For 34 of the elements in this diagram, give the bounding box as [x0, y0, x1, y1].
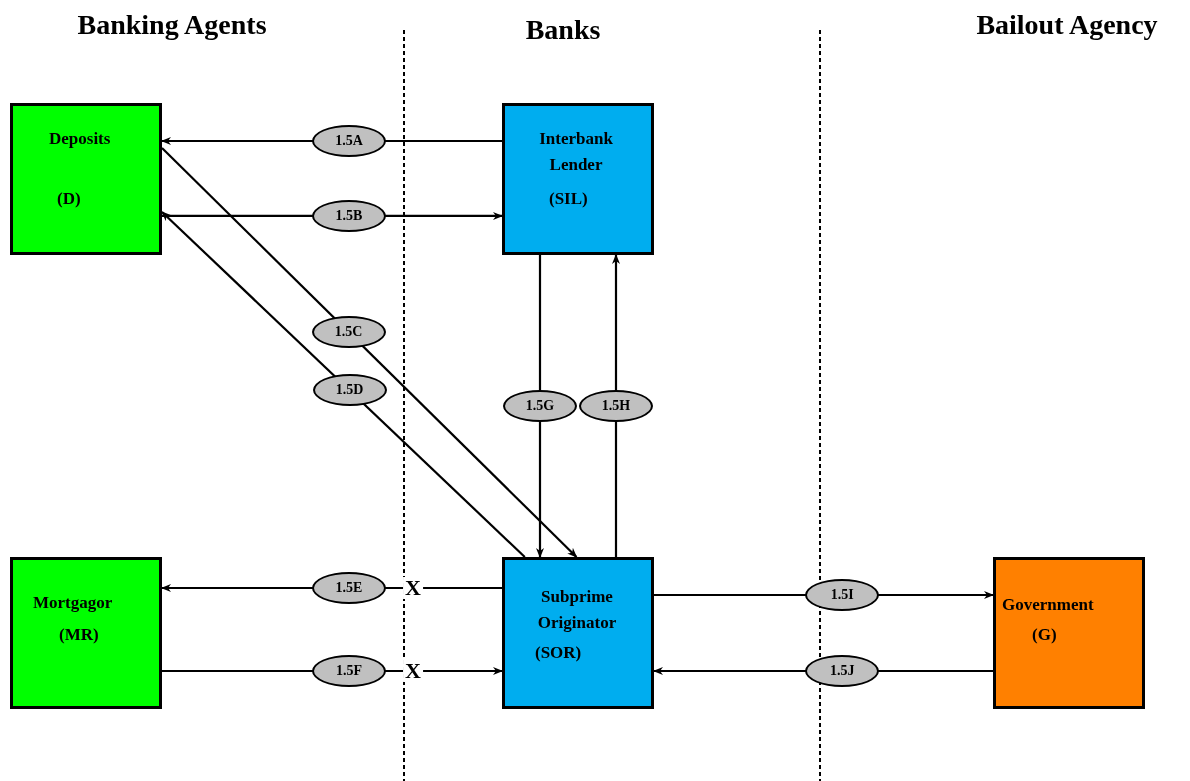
- edge-label: 1.5I: [805, 579, 880, 611]
- node-title: Interbank Lender: [538, 128, 614, 176]
- entity-box: [10, 103, 162, 255]
- entity-box: [502, 103, 654, 255]
- column-heading: Banking Agents: [77, 11, 267, 39]
- arrow: [161, 147, 578, 558]
- node-title: Government: [1002, 594, 1094, 616]
- node-title: Subprime Originator: [536, 586, 618, 634]
- column-heading: Banks: [525, 16, 601, 44]
- edge-label: 1.5C: [311, 316, 386, 349]
- edge-label: 1.5J: [805, 655, 880, 687]
- edge-label: 1.5H: [579, 390, 653, 422]
- node-title: Mortgagor: [33, 592, 113, 614]
- arrow: [161, 211, 526, 558]
- node-abbreviation: (SOR): [535, 642, 582, 664]
- blocked-mark: X: [403, 577, 423, 599]
- edge-label: 1.5F: [312, 655, 386, 687]
- entity-box: [993, 557, 1145, 709]
- node-abbreviation: (G): [1032, 624, 1057, 646]
- arrow: [612, 254, 620, 557]
- edge-label: 1.5D: [312, 374, 387, 407]
- edge-label: 1.5A: [312, 125, 386, 157]
- node-abbreviation: (SIL): [549, 188, 588, 210]
- edge-label: 1.5B: [312, 199, 386, 232]
- entity-box: [502, 557, 654, 709]
- node-abbreviation: (D): [57, 188, 81, 210]
- node-abbreviation: (MR): [59, 624, 99, 646]
- edge-label: 1.5E: [312, 572, 386, 604]
- edge-label: 1.5G: [503, 390, 577, 422]
- column-heading: Bailout Agency: [976, 11, 1158, 39]
- node-title: Deposits: [49, 128, 111, 150]
- arrow: [536, 255, 544, 558]
- entity-box: [10, 557, 162, 709]
- blocked-mark: X: [403, 660, 423, 682]
